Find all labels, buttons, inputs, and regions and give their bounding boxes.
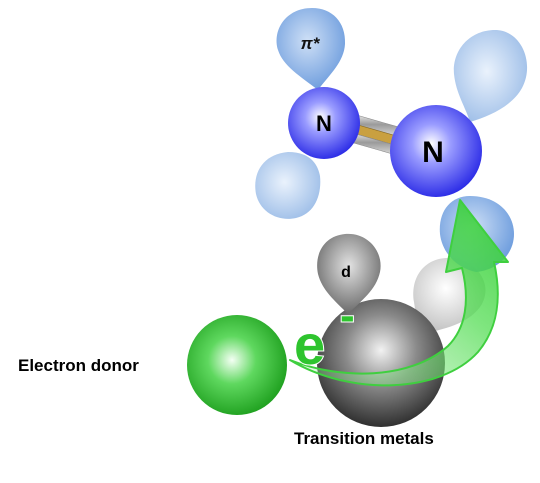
electron-donor-sphere [187, 315, 287, 415]
nitrogen-atom-left: N [288, 87, 360, 159]
electron-donor-label: Electron donor [18, 356, 139, 375]
electron-symbol: e [294, 313, 325, 376]
orbital-lobe-lower-left [255, 152, 321, 219]
orbital-lobe-upper-right [453, 30, 528, 122]
d-orbital-label: d [341, 264, 351, 281]
d-orbital-lobe: d [317, 233, 381, 314]
electron-transfer-arrow [289, 199, 509, 387]
electron-charge: - [340, 291, 355, 340]
nitrogen-right-label: N [422, 136, 444, 169]
nitrogen-atom-right: N [390, 105, 482, 197]
electron-label: e - [293, 290, 356, 377]
pi-star-label: π* [301, 34, 321, 53]
transition-metals-label: Transition metals [294, 429, 434, 448]
nitrogen-left-label: N [316, 111, 332, 136]
pi-star-orbital-lobe: π* [276, 8, 346, 90]
transition-metal-sphere [317, 299, 445, 427]
